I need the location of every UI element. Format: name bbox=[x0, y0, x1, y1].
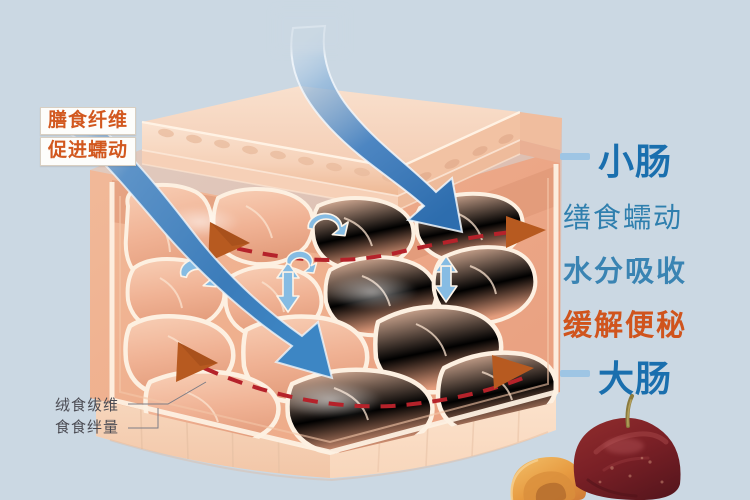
dietary-fiber-callout: 膳食纤维 促进蠕动 bbox=[40, 107, 137, 166]
label-water-absorption: 水分吸收 bbox=[563, 248, 687, 290]
small-intestine-text: 小肠 bbox=[598, 141, 673, 182]
intestinal-lobes bbox=[109, 164, 559, 455]
callout-line-2: 促进蠕动 bbox=[40, 137, 137, 166]
halved-fruit bbox=[510, 457, 586, 500]
label-large-intestine: 大肠 bbox=[560, 350, 672, 402]
water-absorption-text: 水分吸收 bbox=[563, 256, 688, 288]
peristalsis-arrowheads bbox=[176, 216, 546, 389]
upper-peristalsis-path bbox=[211, 228, 529, 262]
fiber-peristalsis-text: 缮食蠕动 bbox=[563, 202, 684, 233]
top-inflow-arrow bbox=[275, 10, 464, 234]
label-relieve-constipation: 缓解便秘 bbox=[563, 302, 687, 344]
fruit-group bbox=[510, 394, 681, 500]
label-small-intestine: 小肠 bbox=[560, 133, 672, 185]
small-intestine-dash-icon bbox=[560, 152, 590, 160]
leader-lines bbox=[128, 381, 207, 429]
villi-leader-labels: 绒食绂维 食食绊量 bbox=[55, 395, 119, 439]
callout-line-1: 膳食纤维 bbox=[40, 107, 137, 136]
large-intestine-dash-icon bbox=[560, 369, 590, 377]
leader-label-1: 绒食绂维 bbox=[55, 397, 120, 414]
relieve-constipation-text: 缓解便秘 bbox=[563, 310, 688, 342]
lower-peristalsis-path bbox=[203, 366, 529, 409]
peristalsis-paths bbox=[176, 216, 546, 409]
label-fiber-peristalsis: 缮食蠕动 bbox=[563, 196, 683, 236]
jujube bbox=[573, 394, 681, 500]
large-intestine-text: 大肠 bbox=[598, 358, 673, 399]
epithelial-cell-marks bbox=[158, 128, 398, 183]
leader-label-2: 食食绊量 bbox=[55, 418, 120, 436]
